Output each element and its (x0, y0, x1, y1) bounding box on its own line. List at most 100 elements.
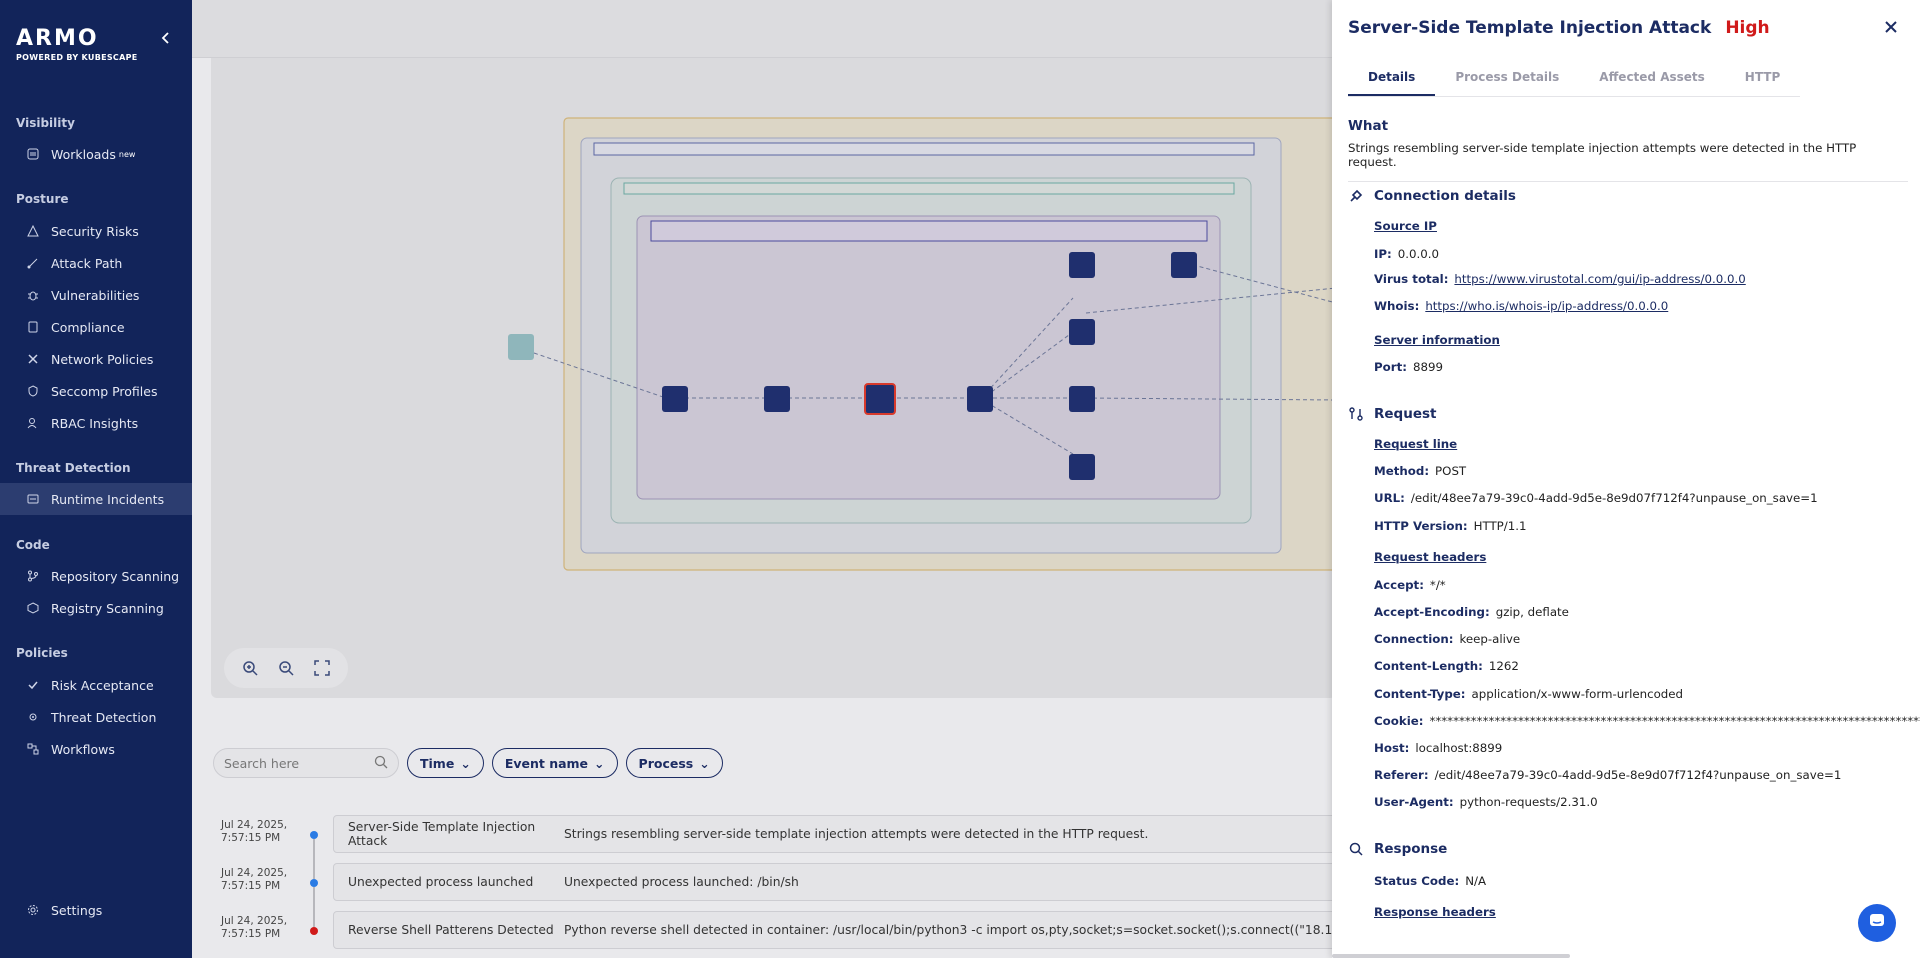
sidebar-item-workflows[interactable]: Workflows (0, 733, 192, 765)
referer-row: Referer:/edit/48ee7a79-39c0-4add-9d5e-8e… (1374, 768, 1842, 782)
response-heading: Response (1348, 841, 1447, 857)
what-heading: What (1348, 118, 1389, 134)
content-length-row: Content-Length:1262 (1374, 659, 1519, 673)
accept-row: Accept:*/* (1374, 578, 1446, 592)
sidebar-item-label: Vulnerabilities (51, 287, 140, 303)
horizontal-scrollbar[interactable] (1332, 954, 1570, 958)
what-text: Strings resembling server-side template … (1348, 141, 1908, 182)
new-badge: new (118, 149, 136, 159)
url-row: URL:/edit/48ee7a79-39c0-4add-9d5e-8e9d07… (1374, 491, 1818, 505)
method-row: Method:POST (1374, 464, 1467, 478)
section-visibility: Visibility (16, 116, 75, 130)
event-row[interactable]: Jul 24, 2025,7:57:15 PM Unexpected proce… (213, 863, 1343, 927)
accept-encoding-row: Accept-Encoding:gzip, deflate (1374, 605, 1569, 619)
event-card[interactable]: Reverse Shell Patterens Detected Python … (333, 911, 1343, 949)
ip-row: IP:0.0.0.0 (1374, 247, 1440, 261)
event-card[interactable]: Server-Side Template Injection Attack St… (333, 815, 1343, 853)
sidebar-item-rbac-insights[interactable]: RBAC Insights (0, 407, 192, 439)
tab-details[interactable]: Details (1348, 62, 1436, 96)
sidebar-item-label: Runtime Incidents (51, 491, 165, 507)
sidebar-item-threat-detection[interactable]: Threat Detection (0, 701, 192, 733)
search-icon (374, 755, 388, 772)
sidebar-item-compliance[interactable]: Compliance (0, 311, 192, 343)
severity-badge: High (1725, 18, 1770, 38)
close-icon[interactable] (1882, 18, 1900, 36)
response-icon (1348, 841, 1364, 857)
chat-icon (1868, 912, 1886, 934)
sidebar-item-label: RBAC Insights (51, 415, 139, 431)
event-description: Python reverse shell detected in contain… (564, 923, 1342, 937)
section-code: Code (16, 538, 50, 552)
sidebar-item-runtime-incidents[interactable]: Runtime Incidents (0, 483, 192, 515)
sidebar-item-label: Settings (51, 902, 103, 918)
virustotal-row: Virus total:https://www.virustotal.com/g… (1374, 272, 1746, 286)
event-name-filter[interactable]: Event name⌄ (491, 748, 618, 778)
sidebar-item-repository-scanning[interactable]: Repository Scanning (0, 560, 192, 592)
box-icon (26, 601, 40, 615)
time-filter-label: Time (420, 755, 455, 771)
armo-logo[interactable]: ARMO POWERED BY KUBESCAPE (16, 26, 138, 62)
event-date: Jul 24, 2025,7:57:15 PM (221, 867, 288, 892)
workflow-icon (26, 742, 40, 756)
sidebar-item-label: Registry Scanning (51, 600, 164, 616)
sidebar-item-seccomp-profiles[interactable]: Seccomp Profiles (0, 375, 192, 407)
virustotal-link[interactable]: https://www.virustotal.com/gui/ip-addres… (1454, 272, 1746, 286)
event-dot (310, 831, 318, 839)
collapse-sidebar-icon[interactable] (158, 30, 174, 46)
sidebar-item-label: Workloads (51, 146, 116, 162)
process-filter[interactable]: Process⌄ (625, 748, 723, 778)
tab-http[interactable]: HTTP (1744, 70, 1781, 84)
check-shield-icon (26, 678, 40, 692)
fit-screen-icon[interactable] (312, 658, 332, 678)
sidebar-item-network-policies[interactable]: Network Policies (0, 343, 192, 375)
sidebar-item-vulnerabilities[interactable]: Vulnerabilities (0, 279, 192, 311)
section-policies: Policies (16, 646, 68, 660)
whois-link[interactable]: https://who.is/whois-ip/ip-address/0.0.0… (1425, 299, 1669, 313)
sidebar-item-label: Threat Detection (51, 709, 157, 725)
warning-icon (26, 224, 40, 238)
top-bar (192, 0, 1332, 58)
tab-affected-assets[interactable]: Affected Assets (1599, 70, 1705, 84)
sidebar-item-risk-acceptance[interactable]: Risk Acceptance (0, 669, 192, 701)
source-ip-heading: Source IP (1374, 219, 1437, 233)
whois-row: Whois:https://who.is/whois-ip/ip-address… (1374, 299, 1669, 313)
filter-bar: Search here Time⌄ Event name⌄ Process⌄ (213, 748, 723, 778)
event-description: Unexpected process launched: /bin/sh (564, 875, 799, 889)
attack-graph-panel[interactable] (211, 58, 1345, 698)
host-row: Host:localhost:8899 (1374, 741, 1503, 755)
event-dot (310, 879, 318, 887)
sidebar-item-security-risks[interactable]: Security Risks (0, 215, 192, 247)
user-agent-row: User-Agent:python-requests/2.31.0 (1374, 795, 1598, 809)
sidebar-item-attack-path[interactable]: Attack Path (0, 247, 192, 279)
git-branch-icon (26, 569, 40, 583)
tab-process-details[interactable]: Process Details (1455, 70, 1560, 84)
sidebar-item-settings[interactable]: Settings (0, 894, 192, 926)
incident-detail-panel: Server-Side Template Injection Attack Hig… (1332, 0, 1920, 958)
sidebar-item-registry-scanning[interactable]: Registry Scanning (0, 592, 192, 624)
request-icon (1348, 406, 1364, 422)
incident-title: Server-Side Template Injection Attack (1348, 18, 1712, 38)
zoom-out-icon[interactable] (276, 658, 296, 678)
chat-button[interactable] (1858, 904, 1896, 942)
sidebar: ARMO POWERED BY KUBESCAPE Visibility Wor… (0, 0, 192, 958)
sidebar-item-label: Repository Scanning (51, 568, 180, 584)
event-row[interactable]: Jul 24, 2025,7:57:15 PM Server-Side Temp… (213, 815, 1343, 879)
request-headers-heading: Request headers (1374, 550, 1487, 564)
zoom-in-icon[interactable] (240, 658, 260, 678)
user-check-icon (26, 416, 40, 430)
time-filter[interactable]: Time⌄ (407, 748, 484, 778)
event-date: Jul 24, 2025,7:57:15 PM (221, 819, 288, 844)
connection-details-heading: Connection details (1348, 188, 1516, 204)
event-card[interactable]: Unexpected process launched Unexpected p… (333, 863, 1343, 901)
search-input[interactable]: Search here (213, 748, 399, 778)
content-type-row: Content-Type:application/x-www-form-urle… (1374, 687, 1684, 701)
server-info-heading: Server information (1374, 333, 1500, 347)
tab-bar: Details Process Details Affected Assets … (1348, 62, 1801, 97)
event-row[interactable]: Jul 24, 2025,7:57:15 PM Reverse Shell Pa… (213, 911, 1343, 951)
sidebar-item-label: Workflows (51, 741, 115, 757)
section-posture: Posture (16, 192, 69, 206)
response-headers-heading: Response headers (1374, 905, 1496, 919)
sidebar-item-label: Security Risks (51, 223, 139, 239)
sidebar-item-label: Seccomp Profiles (51, 383, 158, 399)
